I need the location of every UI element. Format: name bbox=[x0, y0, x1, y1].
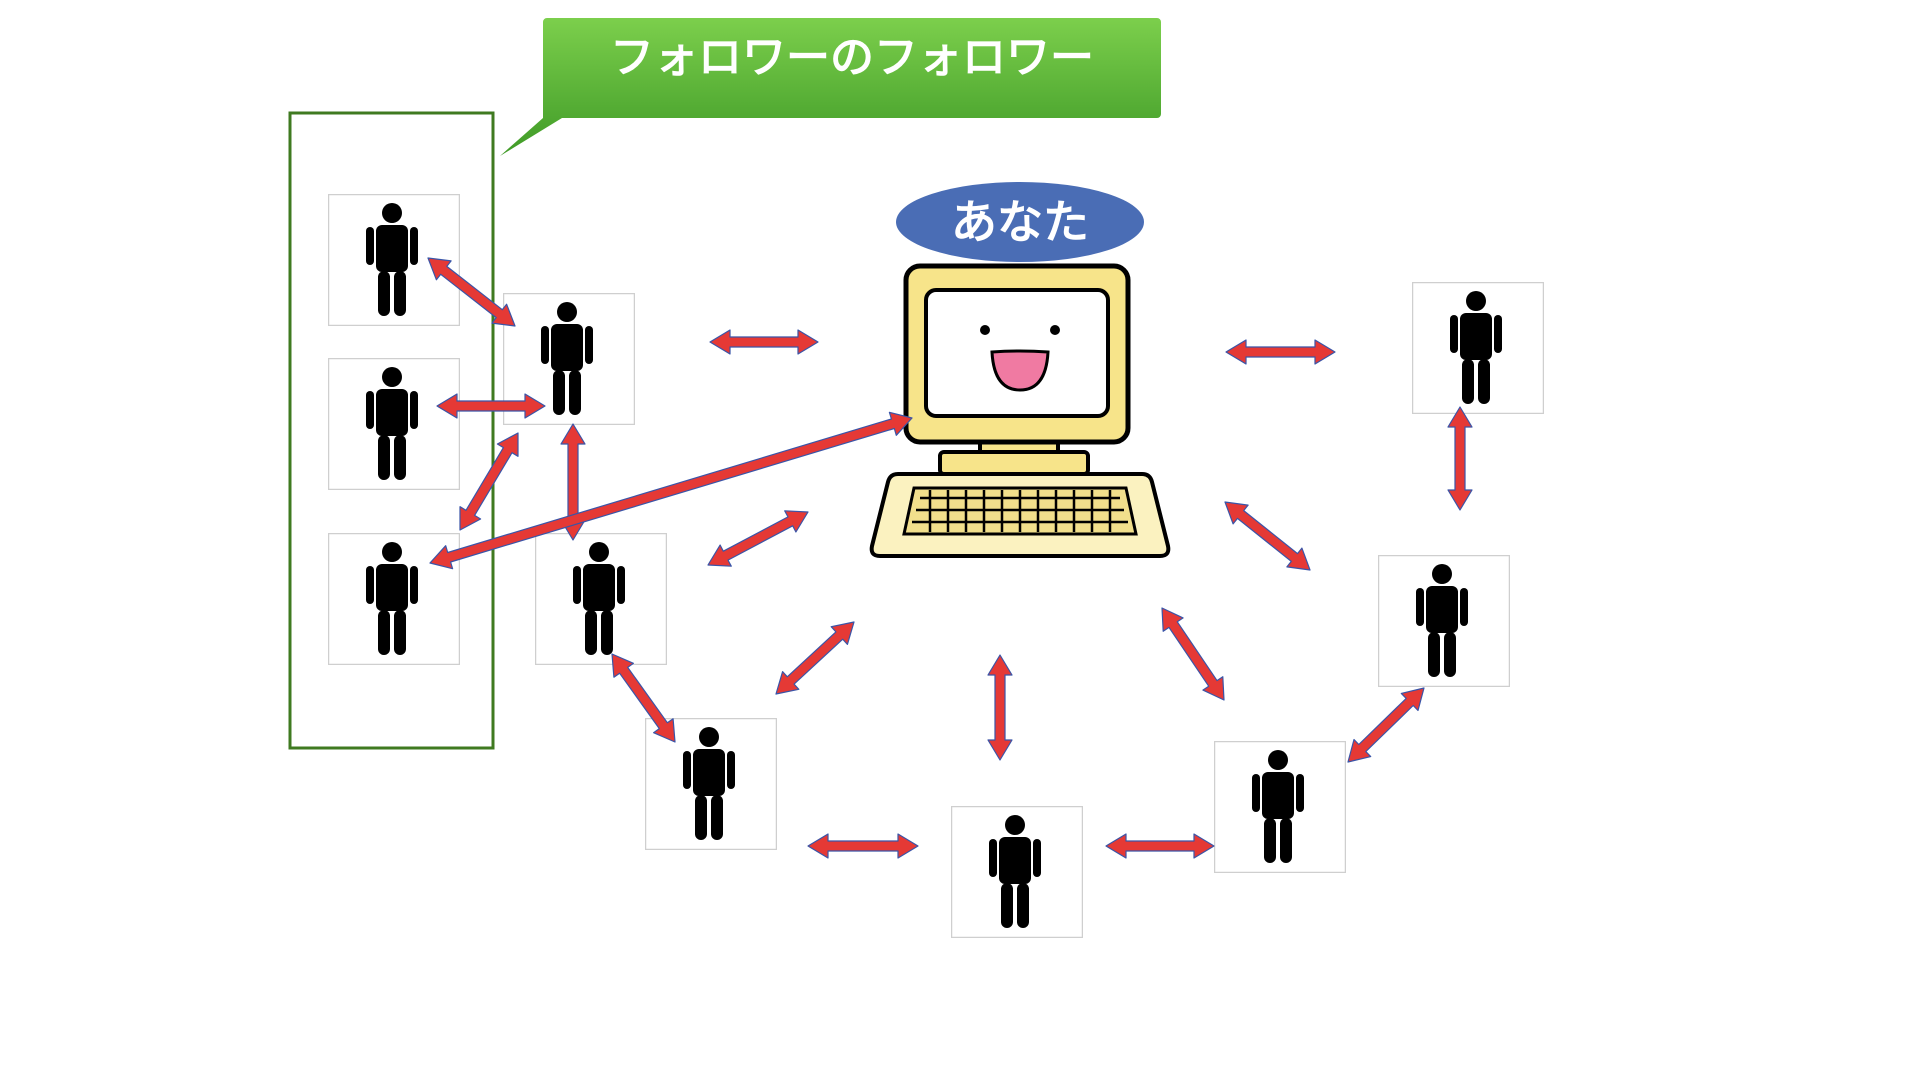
person-f7 bbox=[1412, 282, 1544, 414]
arrow-f1-f2 bbox=[560, 423, 586, 541]
arrow-f5-you bbox=[1161, 607, 1225, 701]
arrow-f1-you bbox=[709, 329, 819, 355]
followers-of-followers-group-box bbox=[288, 111, 495, 750]
arrow-f2-f3 bbox=[611, 653, 676, 743]
person-f6 bbox=[1378, 555, 1510, 687]
you-badge: あなた bbox=[896, 182, 1144, 262]
arrow-f4-f5 bbox=[1105, 833, 1215, 859]
arrow-f2-you bbox=[707, 510, 809, 567]
arrow-ffb-f1 bbox=[436, 393, 546, 419]
smiling-computer-icon bbox=[869, 263, 1171, 558]
arrow-ffc-f1 bbox=[459, 432, 519, 531]
you-label: あなた bbox=[951, 195, 1089, 249]
arrow-f3-you bbox=[775, 621, 855, 695]
arrow-f7-you bbox=[1225, 339, 1336, 365]
arrow-f3-f4 bbox=[807, 833, 919, 859]
arrow-ffc-you bbox=[429, 411, 913, 570]
callout: フォロワーのフォロワー bbox=[500, 18, 1161, 156]
arrow-ffa-f1 bbox=[427, 257, 516, 327]
person-ffb bbox=[328, 358, 460, 490]
arrow-f6-you bbox=[1224, 501, 1311, 571]
arrow-f4-you bbox=[987, 654, 1013, 761]
arrow-f6-f7 bbox=[1447, 406, 1473, 511]
callout-label: フォロワーのフォロワー bbox=[610, 32, 1094, 83]
arrow-f5-f6 bbox=[1347, 687, 1425, 763]
person-f2 bbox=[535, 533, 667, 665]
person-f4 bbox=[951, 806, 1083, 938]
connection-arrows bbox=[427, 257, 1473, 859]
person-f5 bbox=[1214, 741, 1346, 873]
